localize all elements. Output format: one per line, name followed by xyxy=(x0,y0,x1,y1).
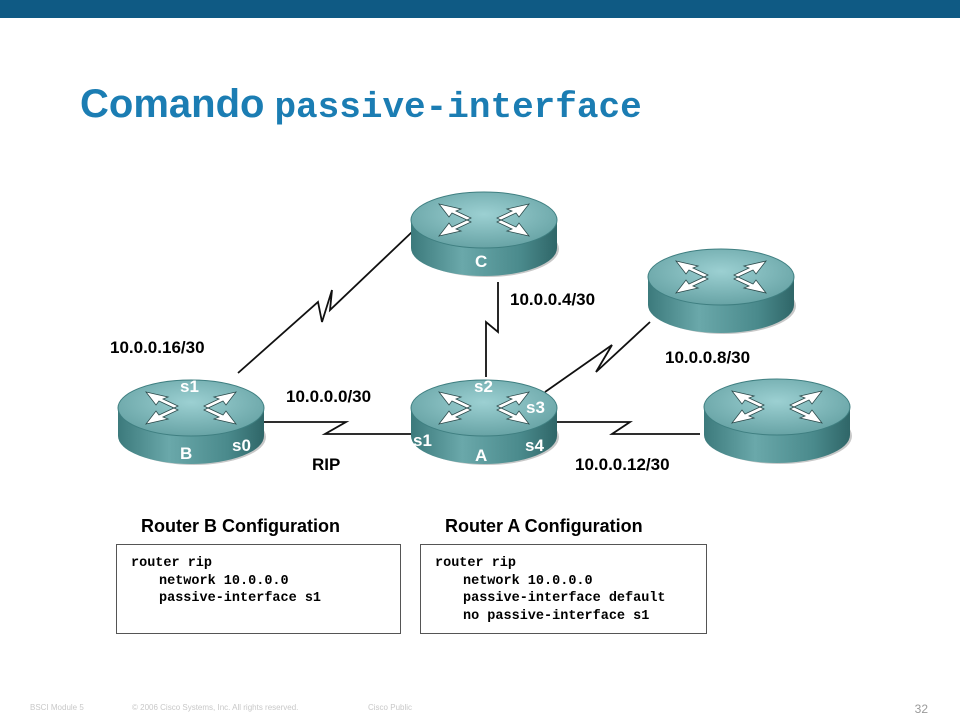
router-e-icon xyxy=(703,378,852,465)
footer-copyright: © 2006 Cisco Systems, Inc. All rights re… xyxy=(132,703,299,712)
link-a-b xyxy=(262,421,420,435)
subnet-b-c: 10.0.0.16/30 xyxy=(110,338,205,357)
page-number: 32 xyxy=(914,702,928,716)
router-b-config-heading: Router B Configuration xyxy=(141,516,340,536)
interface-b-s1: s1 xyxy=(180,377,199,396)
config-line: network 10.0.0.0 xyxy=(463,573,593,589)
footer-classification: Cisco Public xyxy=(368,703,413,712)
subnet-a-e: 10.0.0.12/30 xyxy=(575,455,670,474)
interface-a-s1: s1 xyxy=(413,431,432,450)
config-line: passive-interface default xyxy=(463,591,666,606)
title-word: Comando xyxy=(80,82,265,126)
link-b-c xyxy=(237,231,413,374)
router-a-config-box: router rip network 10.0.0.0 passive-inte… xyxy=(420,544,707,634)
top-banner xyxy=(0,0,960,18)
router-c-name: C xyxy=(475,252,488,271)
link-a-c xyxy=(485,282,499,377)
config-line: router rip xyxy=(435,556,517,571)
router-d-icon xyxy=(647,248,796,335)
link-a-e xyxy=(548,421,700,435)
subnet-a-c: 10.0.0.4/30 xyxy=(510,290,596,309)
interface-a-s3: s3 xyxy=(526,398,545,417)
footer-module: BSCI Module 5 xyxy=(30,703,84,712)
interface-a-s2: s2 xyxy=(474,377,493,396)
config-line: router rip xyxy=(131,556,213,571)
protocol-label: RIP xyxy=(312,455,341,474)
subnet-a-d: 10.0.0.8/30 xyxy=(665,348,751,367)
interface-a-s4: s4 xyxy=(525,436,544,455)
link-a-d xyxy=(544,321,651,393)
title-command: passive-interface xyxy=(274,87,642,128)
config-line: network 10.0.0.0 xyxy=(159,573,289,589)
router-a-config-heading: Router A Configuration xyxy=(445,516,643,536)
interface-b-s0: s0 xyxy=(232,436,251,455)
subnet-a-b: 10.0.0.0/30 xyxy=(286,387,372,406)
router-b-config-box: router rip network 10.0.0.0 passive-inte… xyxy=(116,544,401,634)
router-a-name: A xyxy=(475,446,488,465)
router-b-name: B xyxy=(180,444,193,463)
config-line: passive-interface s1 xyxy=(159,591,322,606)
config-line: no passive-interface s1 xyxy=(463,608,650,624)
